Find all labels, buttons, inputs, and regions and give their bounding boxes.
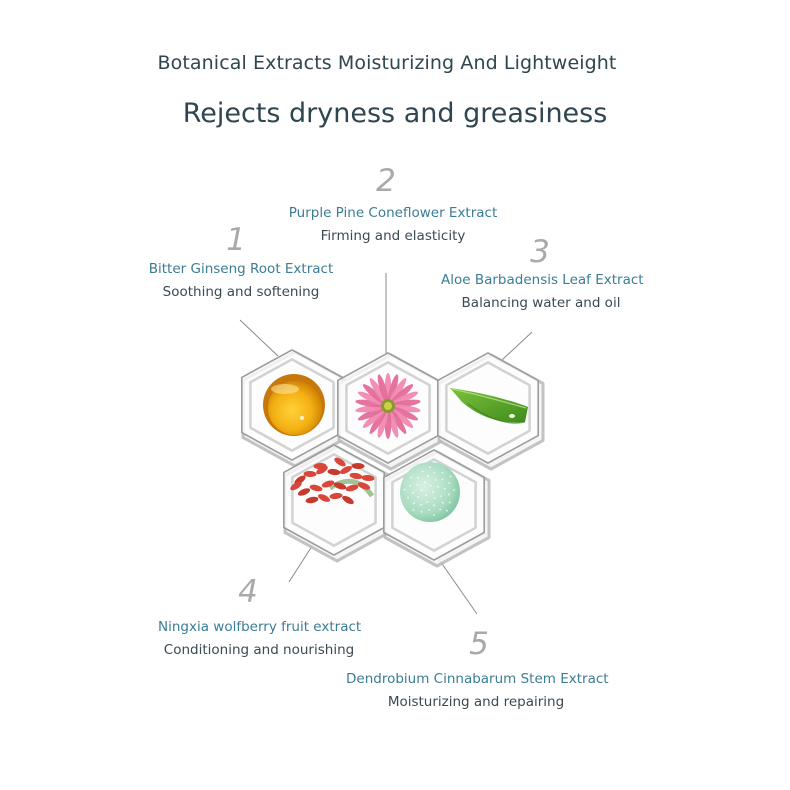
ingredient-benefit: Moisturizing and repairing <box>387 694 565 710</box>
goji-berries-image <box>290 457 375 505</box>
ingredient-4: Ningxia wolfberry fruit extract Conditio… <box>158 619 362 658</box>
pink-coneflower-image <box>355 373 421 439</box>
ingredient-number-1: 1 <box>226 222 246 258</box>
honey-oil-drop-image <box>263 374 325 436</box>
aloe-leaf-image <box>450 388 528 424</box>
leader-line-1 <box>239 319 279 357</box>
page-title: Rejects dryness and greasiness <box>182 98 608 129</box>
ingredient-1: Bitter Ginseng Root Extract Soothing and… <box>141 261 341 300</box>
ingredient-name: Dendrobium Cinnabarum Stem Extract <box>346 671 609 687</box>
green-gel-drop-image <box>400 462 460 522</box>
ingredient-number-3: 3 <box>530 234 550 270</box>
ingredient-benefit: Firming and elasticity <box>320 228 466 244</box>
ingredient-benefit: Soothing and softening <box>162 284 320 300</box>
ingredient-3: Aloe Barbadensis Leaf Extract Balancing … <box>441 272 644 311</box>
ingredient-benefit: Conditioning and nourishing <box>163 642 355 658</box>
ingredient-number-5: 5 <box>469 626 489 662</box>
leader-line-4 <box>288 542 315 583</box>
ingredient-number-4: 4 <box>238 574 258 610</box>
ingredient-name: Ningxia wolfberry fruit extract <box>158 619 362 635</box>
page-subtitle: Botanical Extracts Moisturizing And Ligh… <box>157 52 617 74</box>
ingredient-2: Purple Pine Coneflower Extract Firming a… <box>283 205 503 244</box>
leader-line-3 <box>501 331 533 361</box>
ingredient-name: Aloe Barbadensis Leaf Extract <box>441 272 644 288</box>
ingredient-name: Bitter Ginseng Root Extract <box>148 261 334 277</box>
ingredient-number-2: 2 <box>376 163 396 199</box>
ingredient-benefit: Balancing water and oil <box>461 295 621 311</box>
ingredient-name: Purple Pine Coneflower Extract <box>288 205 498 221</box>
ingredient-5: Dendrobium Cinnabarum Stem Extract Moist… <box>346 671 609 710</box>
